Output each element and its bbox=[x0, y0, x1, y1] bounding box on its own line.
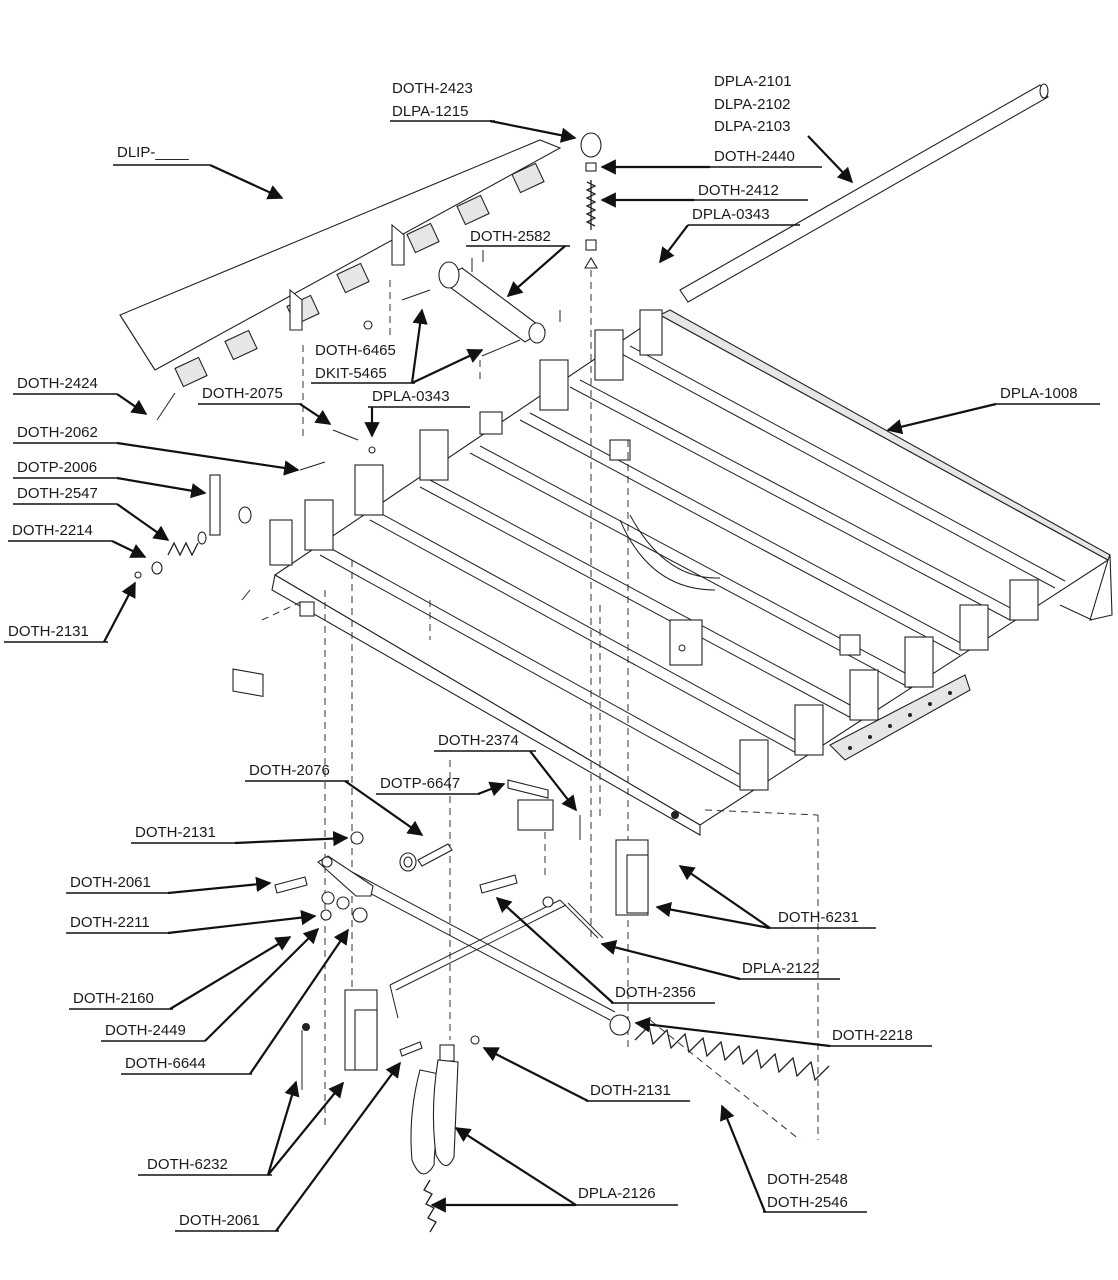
callout-doth-6465-dkit-5465: DOTH-6465 DKIT-5465 bbox=[311, 308, 484, 384]
callout-dpla-1008: DPLA-1008 bbox=[886, 385, 1100, 435]
callout-doth-6644: DOTH-6644 bbox=[121, 928, 349, 1075]
callout-label-line: DOTH-2131 bbox=[8, 623, 89, 640]
callout-label-line: DOTH-2424 bbox=[17, 375, 98, 392]
callout-doth-2131-lower: DOTH-2131 bbox=[482, 1047, 690, 1102]
callout-doth-2131-mid: DOTH-2131 bbox=[131, 824, 349, 847]
callout-dpla-2126: DPLA-2126 bbox=[430, 1127, 678, 1213]
perforated-edge-strip bbox=[829, 674, 971, 761]
callout-label-line: DKIT-5465 bbox=[315, 365, 387, 382]
callout-label-line: DPLA-1008 bbox=[1000, 385, 1078, 402]
callout-doth-2423-dlpa-1215: DOTH-2423 DLPA-1215 bbox=[390, 80, 577, 143]
callout-label-line: DOTH-2423 bbox=[392, 80, 473, 97]
callout-label-line: DOTH-2061 bbox=[70, 874, 151, 891]
callout-label-line: DOTH-2218 bbox=[832, 1027, 913, 1044]
callout-dpla-0343-mid: DPLA-0343 bbox=[364, 388, 470, 438]
callout-doth-2412: DOTH-2412 bbox=[600, 182, 808, 208]
left-side-hardware bbox=[134, 392, 376, 698]
callout-doth-2424: DOTH-2424 bbox=[13, 375, 148, 415]
callout-dpla-2101-group: DPLA-2101 DLPA-2102 DLPA-2103 bbox=[714, 73, 854, 184]
callout-dpla-0343-top: DPLA-0343 bbox=[659, 206, 800, 264]
callout-doth-2061-lower: DOTH-2061 bbox=[175, 1061, 401, 1232]
callout-label-line: DOTH-2160 bbox=[73, 990, 154, 1007]
callout-label-line: DOTP-2006 bbox=[17, 459, 97, 476]
callout-doth-6231: DOTH-6231 bbox=[655, 865, 876, 930]
callout-doth-2062: DOTH-2062 bbox=[13, 424, 300, 476]
callout-doth-2131-left: DOTH-2131 bbox=[4, 581, 136, 643]
callout-label-line: DOTH-2062 bbox=[17, 424, 98, 441]
callout-doth-2548-doth-2546: DOTH-2548 DOTH-2546 bbox=[720, 1104, 867, 1213]
callout-label-line: DOTH-2374 bbox=[438, 732, 519, 749]
callout-label-line: DOTH-2131 bbox=[135, 824, 216, 841]
callout-label-line: DOTH-6465 bbox=[315, 342, 396, 359]
rib-end-blocks bbox=[739, 579, 1039, 791]
callout-doth-2374: DOTH-2374 bbox=[434, 732, 577, 812]
deck-hinge-lugs bbox=[269, 309, 663, 566]
callout-label-line: DLPA-2102 bbox=[714, 96, 790, 113]
part-callouts: DOTH-2423 DLPA-1215 DPLA-2101 DLPA-2102 … bbox=[4, 73, 1100, 1232]
callout-label-line: DLPA-2103 bbox=[714, 118, 790, 135]
exploded-assembly-drawing bbox=[119, 83, 1113, 1233]
callout-label-line: DPLA-0343 bbox=[692, 206, 770, 223]
hinge-hardware-stack bbox=[580, 132, 602, 269]
callout-dotp-6647: DOTP-6647 bbox=[376, 775, 506, 797]
callout-label-line: DOTH-2214 bbox=[12, 522, 93, 539]
callout-doth-2075: DOTH-2075 bbox=[198, 385, 332, 425]
callout-dpla-2122: DPLA-2122 bbox=[600, 939, 840, 981]
callout-label-line: DOTH-6232 bbox=[147, 1156, 228, 1173]
callout-label-line: DOTH-2548 bbox=[767, 1171, 848, 1188]
callout-label-line: DOTH-2546 bbox=[767, 1194, 848, 1211]
callout-label-line: DOTH-2076 bbox=[249, 762, 330, 779]
callout-doth-2214: DOTH-2214 bbox=[8, 522, 147, 558]
lip-plate bbox=[119, 139, 562, 388]
callout-label-line: DOTH-2547 bbox=[17, 485, 98, 502]
callout-label-line: DPLA-0343 bbox=[372, 388, 450, 405]
callout-label-line: DOTH-2356 bbox=[615, 984, 696, 1001]
callout-doth-2160: DOTH-2160 bbox=[69, 936, 292, 1010]
callout-doth-2061-mid: DOTH-2061 bbox=[66, 874, 272, 895]
callout-label-line: DPLA-2122 bbox=[742, 960, 820, 977]
callout-doth-2449: DOTH-2449 bbox=[101, 927, 320, 1042]
callout-label-line: DOTH-2412 bbox=[698, 182, 779, 199]
callout-label-line: DOTH-6644 bbox=[125, 1055, 206, 1072]
hinge-pin-rod bbox=[679, 83, 1049, 303]
callout-doth-2076: DOTH-2076 bbox=[245, 762, 424, 836]
callout-label-line: DOTH-2061 bbox=[179, 1212, 260, 1229]
callout-label-line: DPLA-2101 bbox=[714, 73, 792, 90]
callout-label-line: DLIP-____ bbox=[117, 144, 189, 161]
callout-doth-2356: DOTH-2356 bbox=[495, 896, 715, 1004]
callout-doth-2582: DOTH-2582 bbox=[466, 228, 570, 298]
callout-doth-6232: DOTH-6232 bbox=[138, 1080, 344, 1176]
callout-label-line: DOTH-2075 bbox=[202, 385, 283, 402]
callout-label-line: DOTH-2582 bbox=[470, 228, 551, 245]
callout-doth-2211: DOTH-2211 bbox=[66, 909, 317, 935]
callout-doth-2440: DOTH-2440 bbox=[600, 148, 822, 175]
callout-label-line: DOTP-6647 bbox=[380, 775, 460, 792]
lip-cylinder bbox=[363, 250, 561, 357]
callout-doth-2547: DOTH-2547 bbox=[13, 485, 170, 541]
callout-label-line: DLPA-1215 bbox=[392, 103, 468, 120]
callout-dlip: DLIP-____ bbox=[113, 144, 284, 200]
callout-label-line: DOTH-6231 bbox=[778, 909, 859, 926]
callout-label-line: DOTH-2131 bbox=[590, 1082, 671, 1099]
callout-label-line: DOTH-2449 bbox=[105, 1022, 186, 1039]
callout-doth-2218: DOTH-2218 bbox=[634, 1016, 932, 1048]
explosion-guide-lines bbox=[261, 270, 819, 1141]
callout-label-line: DPLA-2126 bbox=[578, 1185, 656, 1202]
deck-plate bbox=[271, 309, 1113, 836]
lower-release-mechanism bbox=[274, 779, 830, 1233]
callout-dotp-2006: DOTP-2006 bbox=[13, 459, 207, 499]
callout-label-line: DOTH-2211 bbox=[70, 914, 150, 931]
callout-label-line: DOTH-2440 bbox=[714, 148, 795, 165]
deck-ribs bbox=[319, 345, 1066, 791]
